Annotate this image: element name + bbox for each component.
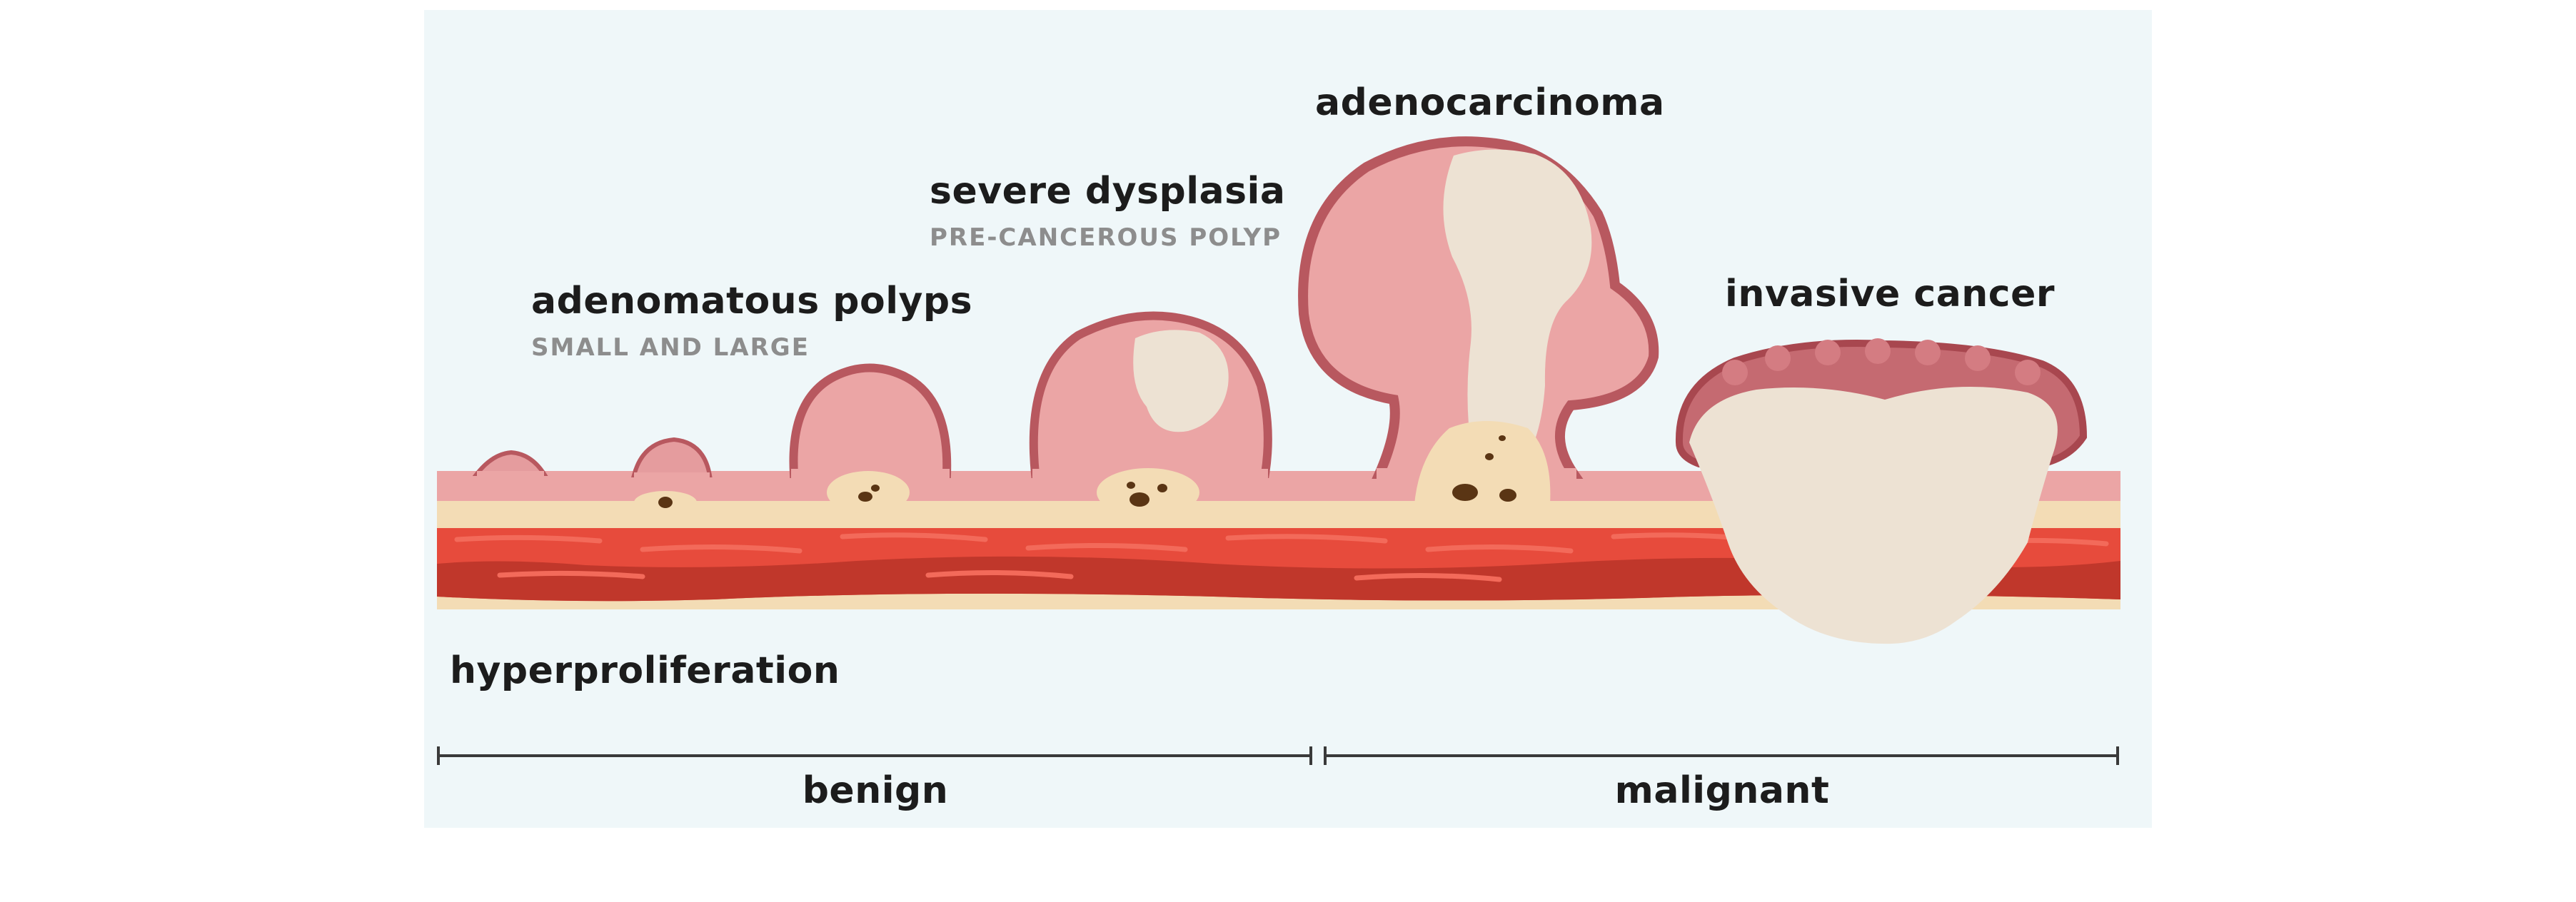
- hyperproliferation-bumps: [472, 437, 713, 514]
- stage-scale: [437, 746, 2119, 765]
- benign-label: benign: [802, 769, 949, 812]
- malignant-label: malignant: [1614, 769, 1830, 812]
- hyperproliferation-label: hyperproliferation: [450, 649, 840, 692]
- invasive-cancer-tumor: [1675, 338, 2088, 644]
- adenomatous-polyps-label: adenomatous polyps: [531, 280, 973, 323]
- severe-dysplasia-label: severe dysplasia: [930, 170, 1286, 213]
- severe-dysplasia-sublabel: PRE-CANCEROUS POLYP: [930, 223, 1282, 252]
- adenocarcinoma-tumor: [1298, 136, 1659, 514]
- adenomatous-polyps-sublabel: SMALL AND LARGE: [531, 333, 810, 362]
- adenomatous-polyp: [789, 363, 952, 514]
- muscle-layer-dark: [437, 556, 2120, 602]
- invasive-cancer-label: invasive cancer: [1725, 273, 2056, 315]
- adenocarcinoma-label: adenocarcinoma: [1315, 81, 1665, 124]
- dysplastic-polyp: [1029, 311, 1272, 517]
